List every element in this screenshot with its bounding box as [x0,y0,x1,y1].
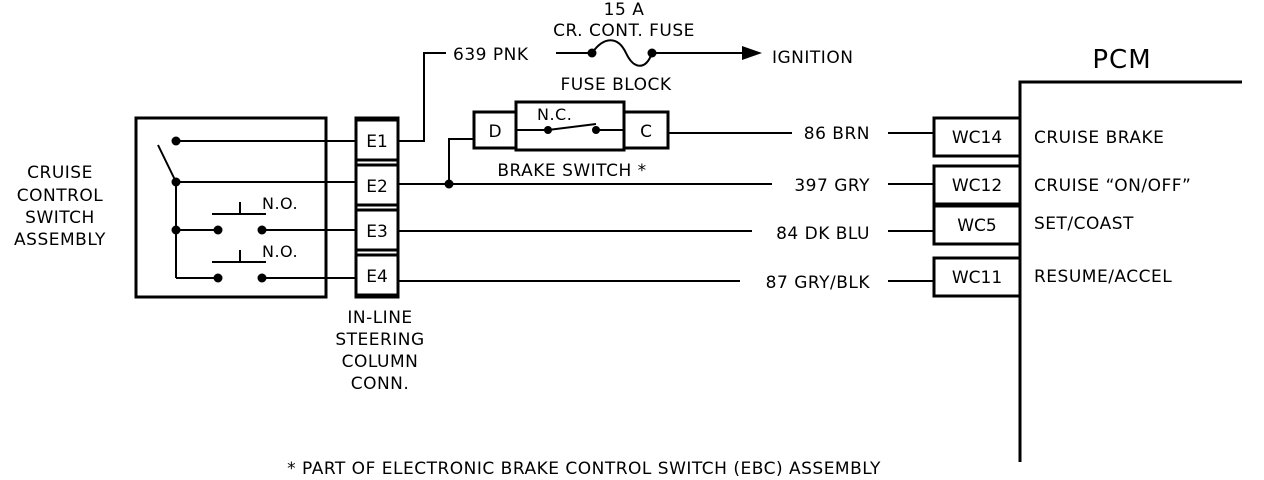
pcm-function-resume-accel: RESUME/ACCEL [1034,267,1172,287]
connector-label-line-2: STEERING [335,330,424,350]
switch-assembly-label-line-3: SWITCH [25,208,95,228]
pcm-function-set-coast: SET/COAST [1034,214,1134,234]
pcm-pin-wc14: WC14 [952,128,1002,148]
wire-397-gry-label: 397 GRY [794,176,870,196]
brake-switch-nc-label: N.C. [537,105,572,124]
ebc-footnote: * PART OF ELECTRONIC BRAKE CONTROL SWITC… [287,459,881,479]
fuse-symbol [591,39,653,67]
pcm-module: PCM WC14 WC12 WC5 WC11 CRUISE BRAKE CRUI… [932,45,1242,462]
cruise-fuse-circuit: 639 PNK IGNITION 15 A CR. CONT. FUSE FUS… [398,0,853,142]
wire-87-gry-blk-label: 87 GRY/BLK [766,273,871,293]
ignition-label: IGNITION [772,48,853,68]
ignition-arrow-icon [742,46,762,60]
wire-639-pnk-label: 639 PNK [453,45,529,65]
switch-assembly-label-line-1: CRUISE [27,163,93,183]
wire-runs: 86 BRN 397 GRY 84 DK BLU 87 GRY/BLK [398,124,934,293]
pcm-function-cruise-on-off: CRUISE “ON/OFF” [1034,176,1191,196]
wire-84-dk-blu-label: 84 DK BLU [776,224,870,244]
connector-label-line-3: COLUMN [342,352,419,372]
connector-pin-e2: E2 [366,177,388,197]
steering-column-connector: E1 E2 E3 E4 IN-LINE STEERING COLUMN CONN… [335,116,424,394]
connector-pin-e4: E4 [366,267,388,287]
wire-86-brn-label: 86 BRN [804,124,870,144]
connector-label-line-4: CONN. [351,374,410,394]
no-contact-label-2: N.O. [262,242,298,261]
switch-assembly-label-line-4: ASSEMBLY [14,230,106,250]
fuse-rating-label: 15 A [604,0,645,20]
brake-switch: D C N.C. BRAKE SWITCH * [444,100,670,189]
cruise-control-switch-assembly: N.O. N.O. CRUISE CONTROL SWITCH ASSEMBLY [14,116,356,299]
pcm-function-cruise-brake: CRUISE BRAKE [1034,128,1164,148]
fuse-name-label: CR. CONT. FUSE [553,21,695,41]
connector-pin-e3: E3 [366,222,388,242]
pcm-pin-wc11: WC11 [952,268,1002,288]
connector-pin-e1: E1 [366,132,388,152]
brake-switch-terminal-c: C [640,122,652,142]
brake-switch-terminal-d: D [488,122,501,142]
switch-assembly-label-line-2: CONTROL [17,186,104,206]
fuse-block-label: FUSE BLOCK [560,75,671,95]
pcm-pin-wc5: WC5 [957,216,997,236]
brake-switch-label: BRAKE SWITCH * [497,161,646,181]
pcm-pin-wc12: WC12 [952,176,1002,196]
connector-label-line-1: IN-LINE [347,308,412,328]
pcm-title: PCM [1092,45,1151,75]
no-contact-label-1: N.O. [262,194,298,213]
